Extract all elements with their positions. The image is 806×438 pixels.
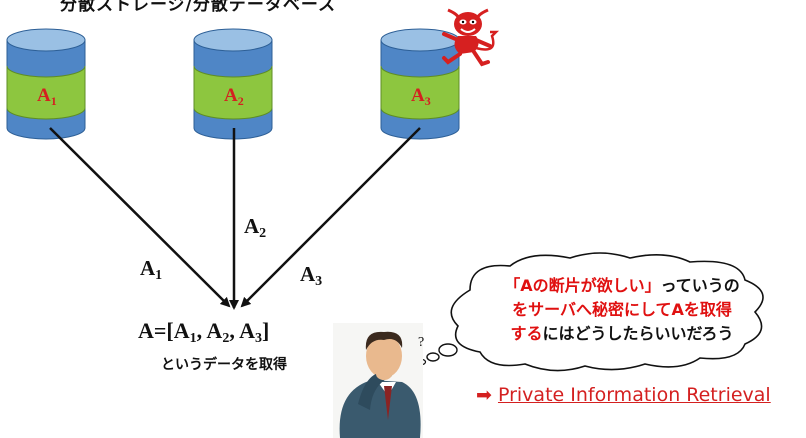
thinking-man-icon: ? [333, 323, 424, 438]
pir-reference: ➡ Private Information Retrieval [476, 384, 771, 406]
arrow-right-icon: ➡ [476, 384, 492, 406]
bubble-line-3: するにはどうしたらいいだろう [510, 324, 734, 343]
database-1: A1 [6, 28, 86, 140]
top-caption: 分散ストレージ/分散データベース [60, 0, 337, 15]
question-mark: ? [418, 335, 424, 350]
database-3-label: A3 [411, 85, 431, 108]
bubble-line-1: 「Aの断片が欲しい」っていうの [504, 276, 740, 295]
arrow-label-3: A3 [300, 262, 323, 289]
arrow-from-db1 [49, 127, 231, 308]
database-1-label: A1 [37, 85, 57, 108]
pir-link[interactable]: Private Information Retrieval [497, 384, 771, 406]
database-2: A2 [193, 28, 273, 140]
result-caption: というデータを取得 [161, 357, 287, 373]
arrow-label-2: A2 [244, 214, 267, 241]
bubble-line-2: をサーバへ秘密にしてAを取得 [512, 300, 732, 319]
database-3: A3 [380, 28, 460, 140]
arrow-from-db3 [240, 127, 421, 308]
arrow-label-1: A1 [140, 256, 163, 283]
thought-bubble-text: 「Aの断片が欲しい」っていうの をサーバへ秘密にしてAを取得 するにはどうしたら… [472, 274, 772, 346]
thought-bubble [417, 252, 764, 372]
devil-icon [442, 8, 500, 67]
result-formula: A=[A1, A2, A3] [138, 318, 270, 346]
database-2-label: A2 [224, 85, 244, 108]
